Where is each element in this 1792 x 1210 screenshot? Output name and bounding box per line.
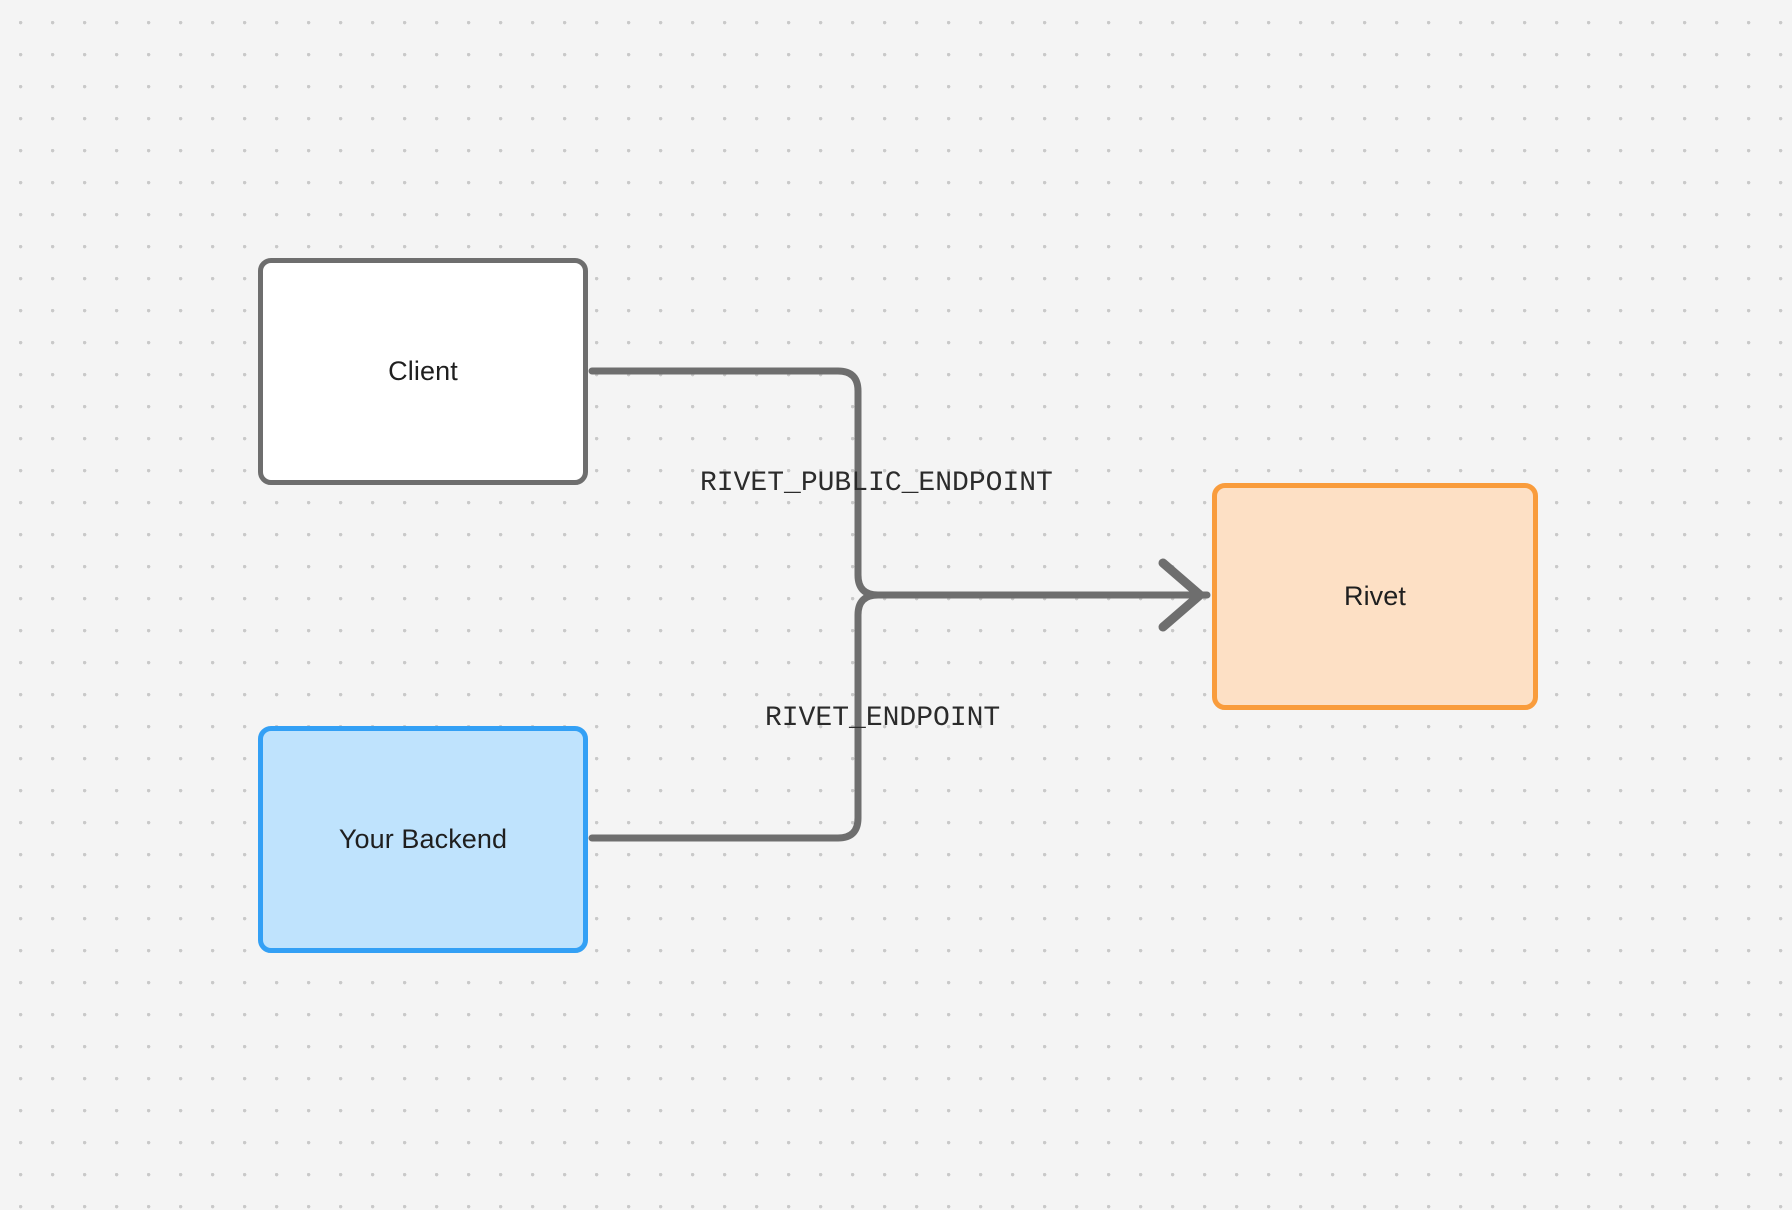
edge-label-rivet-public-endpoint: RIVET_PUBLIC_ENDPOINT	[700, 468, 1053, 499]
arrowhead-icon	[1158, 558, 1205, 632]
edge-label-rivet-endpoint: RIVET_ENDPOINT	[765, 703, 1001, 734]
node-rivet-label: Rivet	[1343, 581, 1406, 612]
node-rivet[interactable]: Rivet	[1212, 483, 1538, 710]
node-client[interactable]: Client	[258, 258, 588, 485]
node-client-label: Client	[388, 356, 458, 387]
node-your-backend[interactable]: Your Backend	[258, 726, 588, 953]
node-your-backend-label: Your Backend	[338, 824, 508, 855]
